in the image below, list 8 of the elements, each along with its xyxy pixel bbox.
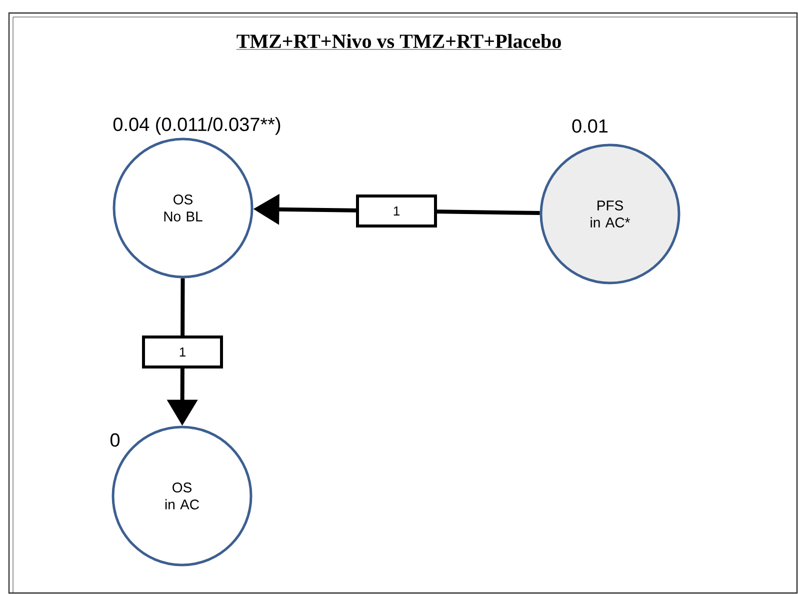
circle-node: PFS in AC* — [540, 144, 680, 284]
node-value: 0.04 (0.011/0.037**) — [113, 117, 280, 135]
circle-node: OS No BL — [112, 138, 254, 278]
edge-label: 1 — [142, 336, 223, 368]
node-value: 0 — [110, 433, 120, 447]
edge-label: 1 — [356, 194, 437, 228]
node-value: 0.01 — [572, 119, 608, 133]
title: TMZ+RT+Nivo vs TMZ+RT+Placebo — [236, 34, 562, 50]
